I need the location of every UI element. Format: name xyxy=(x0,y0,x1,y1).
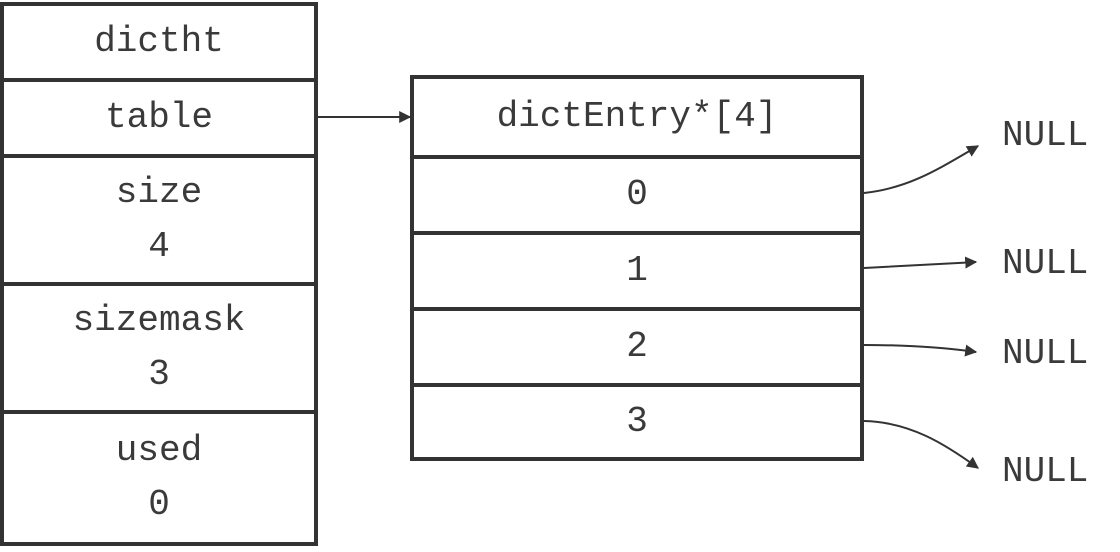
dict-entry-slot: 1 xyxy=(414,235,860,311)
dict-entry-slot-index: 0 xyxy=(626,174,648,215)
dict-entry-slot: 0 xyxy=(414,159,860,235)
dictht-used-cell: used 0 xyxy=(4,414,314,542)
dict-entry-array: dictEntry*[4] 0 1 2 3 xyxy=(410,75,864,461)
null-label: NULL xyxy=(1002,243,1089,284)
dictht-table-label: table xyxy=(104,97,214,138)
dict-entry-slot: 2 xyxy=(414,311,860,387)
dictht-sizemask-cell: sizemask 3 xyxy=(4,286,314,414)
dict-entry-slot-index: 2 xyxy=(626,326,648,367)
dictht-used-label: used xyxy=(115,430,203,471)
dictht-header: dictht xyxy=(94,21,224,62)
dict-entry-slot-index: 3 xyxy=(626,401,648,442)
dict-entry-slot: 3 xyxy=(414,387,860,457)
slot-0-null-arrow xyxy=(863,145,980,194)
slot-2-null-arrow xyxy=(863,344,978,357)
null-label: NULL xyxy=(1002,115,1089,156)
dict-entry-array-header-cell: dictEntry*[4] xyxy=(414,79,860,159)
slot-3-null-arrow xyxy=(863,420,979,469)
null-label: NULL xyxy=(1002,451,1089,492)
dictht-table-cell: table xyxy=(4,82,314,158)
dict-entry-slot-index: 1 xyxy=(626,250,648,291)
dictht-size-cell: size 4 xyxy=(4,158,314,286)
slot-1-null-arrow xyxy=(863,256,978,269)
dictht-size-label: size xyxy=(115,172,203,213)
dictht-used-value: 0 xyxy=(148,484,170,525)
dictht-struct: dictht table size 4 sizemask 3 used 0 xyxy=(0,2,318,546)
dictht-sizemask-label: sizemask xyxy=(72,300,246,341)
dictht-sizemask-value: 3 xyxy=(148,354,170,395)
dictht-header-cell: dictht xyxy=(4,6,314,82)
dict-entry-array-header: dictEntry*[4] xyxy=(496,96,778,137)
null-label: NULL xyxy=(1002,333,1089,374)
dictht-size-value: 4 xyxy=(148,226,170,267)
